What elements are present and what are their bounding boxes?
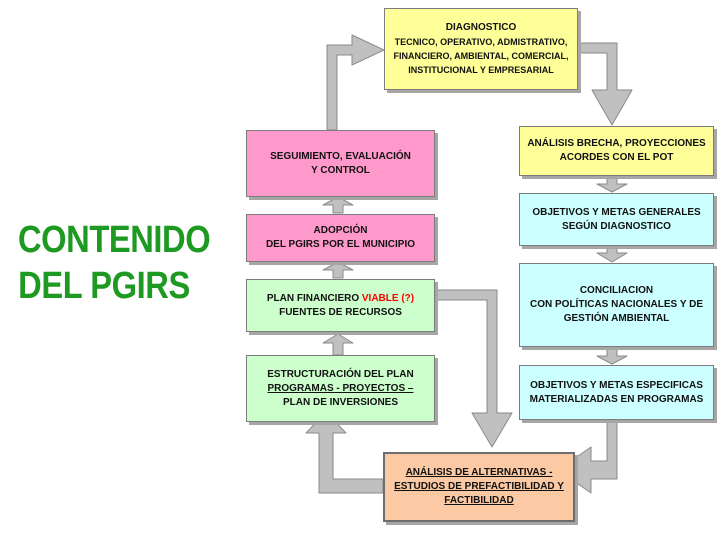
seguimiento-line: Y CONTROL xyxy=(311,164,370,176)
arrow-conciliacion-to-especificos xyxy=(596,346,628,365)
node-objetivos-especificos: OBJETIVOS Y METAS ESPECIFICAS MATERIALIZ… xyxy=(519,365,714,420)
conciliacion-line: CON POLÍTICAS NACIONALES Y DE xyxy=(530,299,703,310)
node-conciliacion: CONCILIACION CON POLÍTICAS NACIONALES Y … xyxy=(519,263,714,347)
diagnostico-heading: DIAGNOSTICO xyxy=(445,22,517,33)
diagnostico-line: TECNICO, OPERATIVO, ADMISTRATIVO, xyxy=(394,37,568,47)
node-alternativas: ANÁLISIS DE ALTERNATIVAS - ESTUDIOS DE P… xyxy=(383,452,575,522)
node-estructuracion: ESTRUCTURACIÓN DEL PLAN PROGRAMAS - PROY… xyxy=(246,355,435,422)
estructuracion-line: ESTRUCTURACIÓN DEL PLAN xyxy=(267,368,414,380)
arrow-financiero-to-adopcion xyxy=(322,261,354,279)
plan-financiero-line1: PLAN FINANCIERO VIABLE (?) xyxy=(267,292,414,306)
objetivos-especificos-line: OBJETIVOS Y METAS ESPECIFICAS xyxy=(530,379,703,391)
alternativas-line: ESTUDIOS DE PREFACTIBILIDAD Y xyxy=(394,481,564,492)
node-adopcion: ADOPCIÓN DEL PGIRS POR EL MUNICIPIO xyxy=(246,214,435,262)
analisis-brecha-line: ACORDES CON EL POT xyxy=(559,152,674,163)
conciliacion-line: CONCILIACION xyxy=(579,285,654,296)
plan-financiero-line2: FUENTES DE RECURSOS xyxy=(279,306,402,318)
estructuracion-line: PLAN DE INVERSIONES xyxy=(282,396,399,408)
viable-highlight: VIABLE (?) xyxy=(361,292,415,304)
alternativas-line: ANÁLISIS DE ALTERNATIVAS - xyxy=(405,467,553,478)
page-title-line2: DEL PGIRS xyxy=(18,265,190,307)
node-objetivos-generales: OBJETIVOS Y METAS GENERALES SEGÚN DIAGNO… xyxy=(519,193,714,246)
node-seguimiento: SEGUIMIENTO, EVALUACIÓN Y CONTROL xyxy=(246,130,435,197)
alternativas-line: FACTIBILIDAD xyxy=(444,495,514,506)
arrow-seguimiento-to-diagnostico xyxy=(326,34,385,131)
analisis-brecha-line: ANÁLISIS BRECHA, PROYECCIONES xyxy=(527,138,706,149)
diagnostico-line: FINANCIERO, AMBIENTAL, COMERCIAL, xyxy=(393,51,569,61)
arrow-diagnostico-to-brecha xyxy=(576,42,633,126)
arrow-alternativas-to-estructuracion xyxy=(305,411,384,494)
adopcion-line: ADOPCIÓN xyxy=(313,225,368,236)
conciliacion-line: GESTIÓN AMBIENTAL xyxy=(563,313,670,324)
arrow-objetivos-to-conciliacion xyxy=(596,245,628,263)
adopcion-line: DEL PGIRS POR EL MUNICIPIO xyxy=(265,239,416,250)
arrow-adopcion-to-seguimiento xyxy=(322,196,354,214)
arrow-estructuracion-to-financiero xyxy=(322,333,354,356)
arrow-financiero-to-alternativas xyxy=(433,289,513,448)
plan-financiero-prefix: PLAN FINANCIERO xyxy=(266,292,362,304)
objetivos-generales-line: OBJETIVOS Y METAS GENERALES xyxy=(532,206,701,218)
seguimiento-line: SEGUIMIENTO, EVALUACIÓN xyxy=(270,150,411,162)
arrow-brecha-to-objetivos xyxy=(596,175,628,193)
objetivos-generales-line: SEGÚN DIAGNOSTICO xyxy=(562,220,671,232)
node-plan-financiero: PLAN FINANCIERO VIABLE (?) FUENTES DE RE… xyxy=(246,279,435,332)
page-title-line1: CONTENIDO xyxy=(18,219,211,261)
node-analisis-brecha: ANÁLISIS BRECHA, PROYECCIONES ACORDES CO… xyxy=(519,126,714,176)
estructuracion-line: PROGRAMAS - PROYECTOS – xyxy=(267,382,414,394)
objetivos-especificos-line: MATERIALIZADAS EN PROGRAMAS xyxy=(529,393,704,405)
node-diagnostico: DIAGNOSTICO TECNICO, OPERATIVO, ADMISTRA… xyxy=(384,8,578,90)
diagnostico-line: INSTITUCIONAL Y EMPRESARIAL xyxy=(408,65,554,75)
